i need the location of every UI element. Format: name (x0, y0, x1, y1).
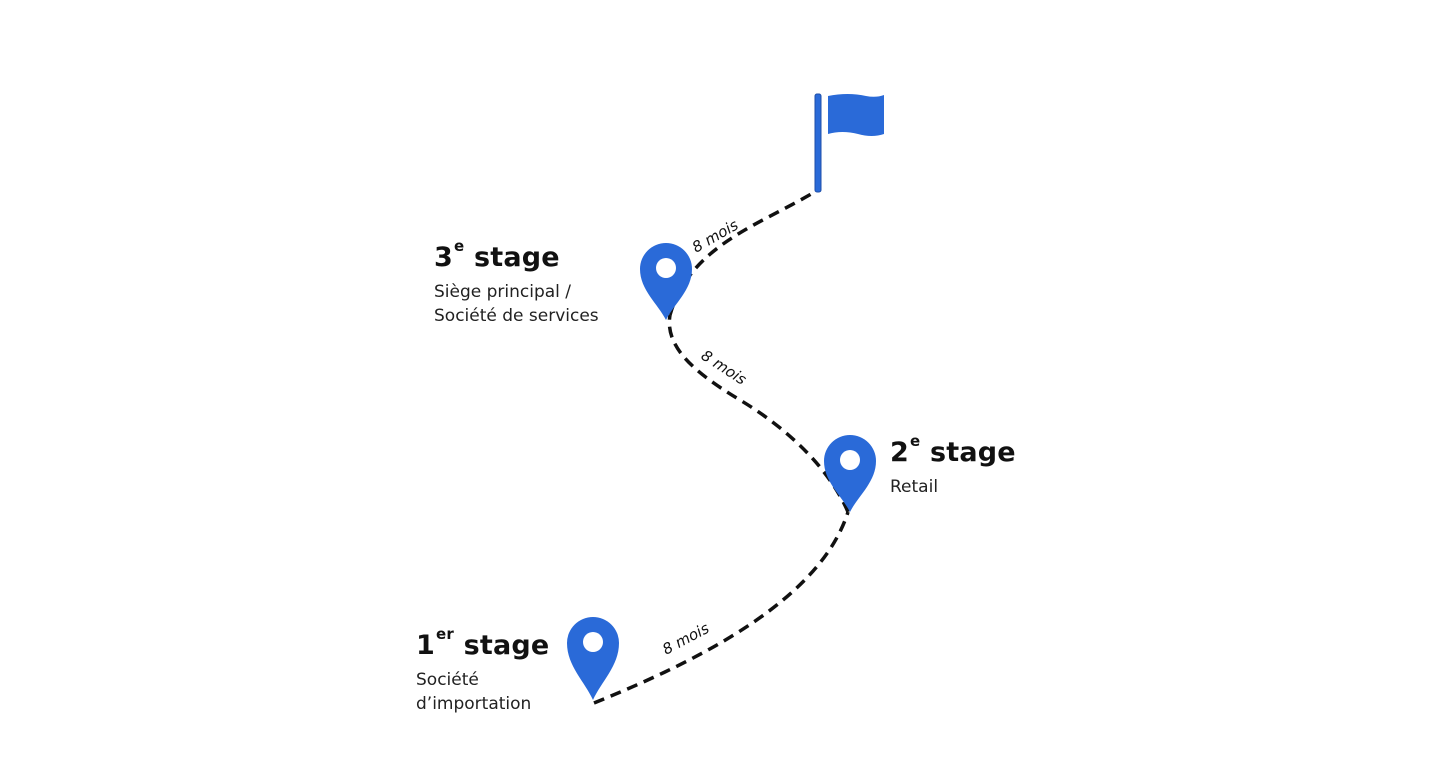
stage-1-description: Société d’importation (416, 668, 549, 716)
stage-word: stage (463, 630, 550, 661)
stage-3-label: 3e stage Siège principal / Société de se… (434, 239, 599, 328)
stage-3-title: 3e stage (434, 239, 599, 274)
stage-1-desc-line-2: d’importation (416, 694, 532, 714)
stage-number: 1 (416, 630, 435, 661)
stage-2-desc-line-1: Retail (890, 477, 939, 497)
stage-ordinal: e (910, 432, 921, 450)
stage-1-desc-line-1: Société (416, 670, 479, 690)
path-segment-3-to-goal (668, 188, 819, 316)
stage-ordinal: e (454, 237, 465, 255)
stage-2-label: 2e stage Retail (890, 434, 1016, 499)
duration-label-1: 8 mois (659, 619, 712, 658)
duration-label-2: 8 mois (698, 346, 750, 388)
stage-3-description: Siège principal / Société de services (434, 280, 599, 328)
map-pin-icon-stage-2 (824, 435, 876, 512)
stage-2-description: Retail (890, 475, 1016, 499)
stage-ordinal: er (436, 625, 454, 643)
stage-number: 2 (890, 437, 909, 468)
stage-1-label: 1er stage Société d’importation (416, 627, 550, 716)
stage-word: stage (473, 242, 560, 273)
stage-word: stage (929, 437, 1016, 468)
stage-2-title: 2e stage (890, 434, 1016, 469)
stage-3-desc-line-1: Siège principal / (434, 282, 572, 302)
path-segment-2-to-3 (667, 314, 850, 513)
flag-icon (814, 93, 884, 193)
map-pin-icon-stage-3 (640, 243, 692, 320)
stage-3-desc-line-2: Société de services (434, 306, 599, 326)
stage-number: 3 (434, 242, 453, 273)
map-pin-icon-stage-1 (567, 617, 619, 700)
path-segment-1-to-2 (593, 511, 850, 705)
stage-1-title: 1er stage (416, 627, 550, 662)
